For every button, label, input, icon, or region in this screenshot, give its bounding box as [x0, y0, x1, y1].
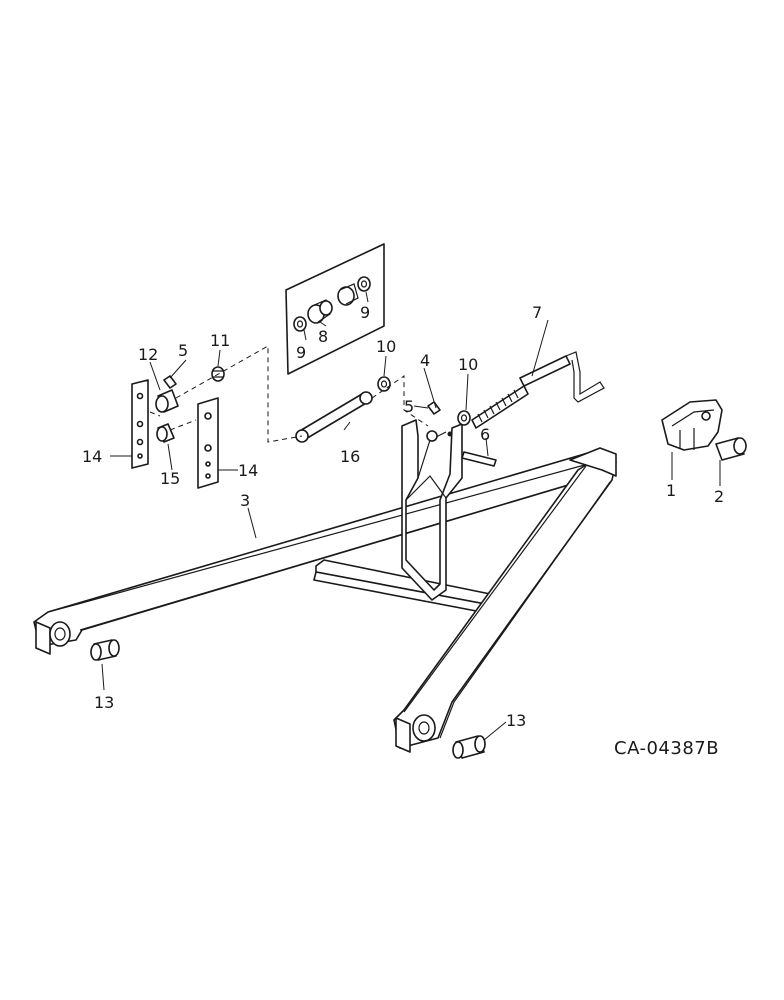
- jack-stand-plate: [401, 419, 463, 601]
- inset-detail-box: [285, 243, 385, 375]
- callout-13-left: 13: [94, 693, 114, 712]
- callout-8: 8: [318, 327, 328, 346]
- assembly-lines: [149, 345, 429, 443]
- callout-5-right: 5: [404, 397, 414, 416]
- callout-3: 3: [240, 491, 250, 510]
- callout-6: 6: [480, 425, 490, 444]
- nut-part-10-right: [457, 410, 471, 426]
- bolt-part-16: [295, 391, 373, 443]
- callout-7: 7: [532, 303, 542, 322]
- bushing-part-15: [156, 423, 175, 443]
- bushing-part-13-left: [90, 639, 120, 661]
- crank-screw: [471, 351, 605, 429]
- callout-10-left: 10: [376, 337, 396, 356]
- callout-4: 4: [420, 351, 430, 370]
- callout-1: 1: [666, 481, 676, 500]
- callout-5-left: 5: [178, 341, 188, 360]
- clevis-part-1: [661, 399, 723, 451]
- bushing-part-13-right: [452, 735, 486, 759]
- callout-2: 2: [714, 487, 724, 506]
- callout-15: 15: [160, 469, 180, 488]
- frame-right-arm: [393, 447, 617, 753]
- bushing-part-12: [155, 389, 179, 413]
- clip-part-5-left: [163, 375, 177, 389]
- callout-12: 12: [138, 345, 158, 364]
- drawing-code: CA-04387B: [614, 738, 719, 759]
- callout-13-right: 13: [506, 711, 526, 730]
- callout-14-right: 14: [238, 461, 258, 480]
- side-plate-part-14-right: [197, 397, 219, 489]
- callout-16: 16: [340, 447, 360, 466]
- nut-part-10-left: [377, 376, 391, 392]
- callout-9-right: 9: [360, 303, 370, 322]
- clip-part-5-right: [427, 401, 441, 415]
- bushing-part-2: [715, 437, 747, 461]
- pin-part-6: [461, 451, 497, 467]
- callout-labels: 7 4 10 10 11 12 5 5 6 9 8 9 16 14 14 15 …: [82, 303, 724, 730]
- callout-9-left: 9: [296, 343, 306, 362]
- callout-14-left: 14: [82, 447, 102, 466]
- callout-10-right: 10: [458, 355, 478, 374]
- leader-lines: [101, 291, 721, 741]
- side-plate-part-14-left: [131, 379, 149, 469]
- callout-11: 11: [210, 331, 230, 350]
